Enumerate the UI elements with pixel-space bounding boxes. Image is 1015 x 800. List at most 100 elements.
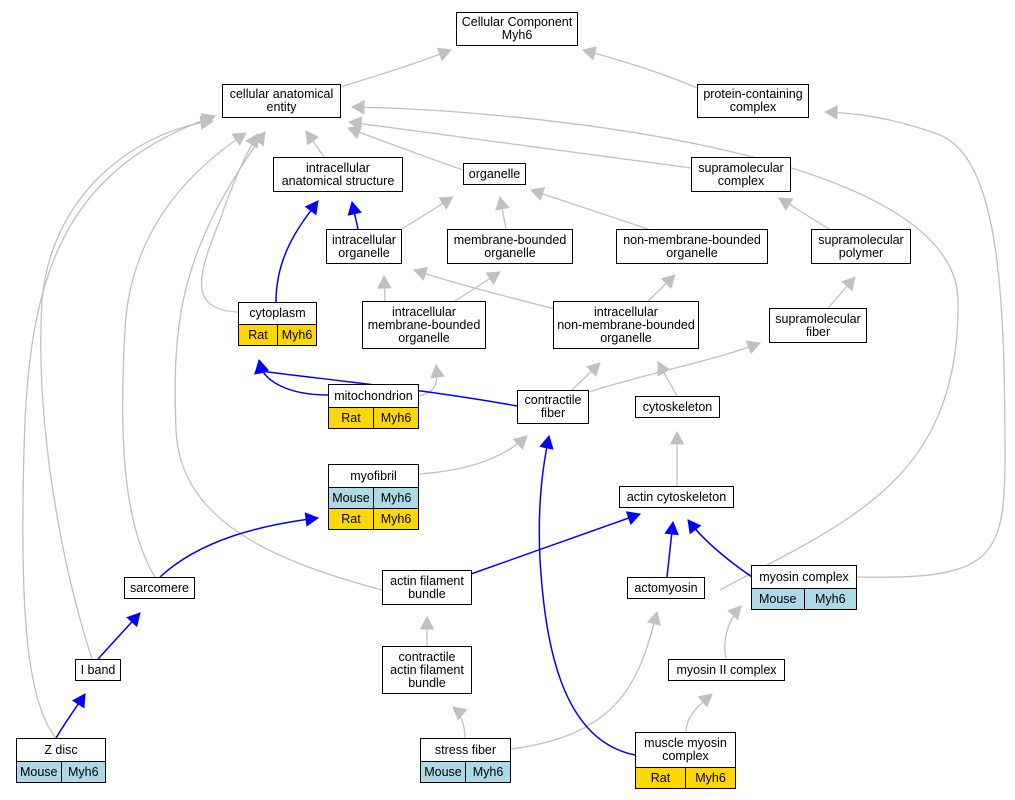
go-term-node-imbo[interactable]: intracellular membrane-bounded organelle [362,301,486,349]
go-term-label: myofibril [350,468,397,483]
edge-sarc-to-myo [159,517,319,578]
edge-cf-to-cyto-arrowhead [254,358,270,374]
edge-zdisc-to-cae-arrowhead [200,113,216,128]
go-term-node-smc[interactable]: supramolecular complex [691,157,791,192]
edge-mmc-to-cf-arrowhead [539,434,554,450]
go-term-node-csk[interactable]: cytoskeleton [635,396,720,418]
edge-cyto-to-ias [275,200,319,303]
go-term-node-pcc[interactable]: protein-containing complex [697,84,809,118]
go-term-label: supramolecular fiber [775,311,861,339]
edge-mito-to-imbo-arrowhead [430,363,445,379]
edge-nmbo-to-org [530,189,649,230]
edge-afb-to-acsk-arrowhead [625,511,641,526]
edge-zdisc-to-cae [22,115,216,739]
edge-cyto-to-ias-arrowhead [304,200,319,216]
go-term-node-cafb[interactable]: contractile actin filament bundle [382,646,472,694]
go-term-label: protein-containing complex [703,87,803,114]
edge-imbo-to-io-arrowhead [377,274,392,289]
gene-cell: Myh6 [465,762,510,782]
go-term-node-iband[interactable]: I band [75,659,121,681]
go-term-node-actm[interactable]: actomyosin [627,577,705,599]
go-term-label: supramolecular polymer [818,232,904,260]
edge-acsk-to-csk-arrowhead [669,430,685,445]
annotation-row-rat: Rat Myh6 [329,508,418,529]
edge-afb-to-acsk [470,513,641,575]
edge-cae-to-cc-arrowhead [436,47,452,62]
go-term-node-nmbo[interactable]: non-membrane-bounded organelle [616,229,768,264]
go-term-node-smp[interactable]: supramolecular polymer [811,229,911,264]
edge-myoc-to-pcc [824,111,1006,578]
go-term-label: actomyosin [634,580,698,595]
go-term-label: cytoplasm [249,306,306,320]
edge-pcc-to-cc [582,49,698,89]
edge-myoc-to-pcc-arrowhead [823,105,838,120]
edge-sarc-to-myo-arrowhead [304,512,320,527]
go-term-node-m2c[interactable]: myosin II complex [668,659,785,681]
edge-io-to-org-arrowhead [438,196,454,210]
species-cell: Mouse [332,491,370,505]
edge-sf-to-actm [510,611,658,750]
go-term-node-io[interactable]: intracellular organelle [326,229,402,264]
edge-inmbo-to-nmbo-arrowhead [660,274,676,289]
go-term-node-smf[interactable]: supramolecular fiber [769,308,867,343]
go-term-node-cae[interactable]: cellular anatomical entity [222,84,341,118]
gene-cell: Myh6 [60,762,106,782]
edge-pcc-to-cc-arrowhead [581,46,597,61]
go-term-node-org[interactable]: organelle [463,163,526,185]
edge-zdisc-to-iband-arrowhead [72,693,86,709]
edge-cf-to-smf [588,342,761,393]
edge-csk-to-inmbo-arrowhead [657,361,671,377]
edge-cae-to-cc [339,49,452,88]
go-term-node-mbo[interactable]: membrane-bounded organelle [447,229,573,264]
species-cell: Rat [341,512,361,526]
go-term-label: non-membrane-bounded organelle [623,232,761,260]
go-term-node-acsk[interactable]: actin cytoskeleton [619,486,734,508]
edge-ias-to-cae-arrowhead [305,130,320,146]
gene-cell: Myh6 [373,509,418,529]
go-term-node-sarc[interactable]: sarcomere [124,577,195,599]
edge-cafb-to-afb-arrowhead [419,615,435,630]
go-term-node-cc[interactable]: Cellular Component Myh6 [456,12,578,46]
go-term-node-inmbo[interactable]: intracellular non-membrane-bounded organ… [553,301,699,349]
edge-sarc-to-cae-arrowhead [231,132,247,147]
gene-cell: Myh6 [803,589,857,609]
go-term-label: mitochondrion [334,388,413,403]
go-term-label: Z disc [44,742,78,757]
species-cell: Mouse [19,765,58,779]
go-term-node-cf[interactable]: contractile fiber [517,390,589,424]
go-term-label: stress fiber [434,742,497,757]
edge-smc-to-cae [348,121,692,169]
edge-iband-to-sarc-arrowhead [126,612,141,628]
edge-imbo-to-mbo-arrowhead [485,271,501,285]
go-term-label: supramolecular complex [698,160,784,188]
go-term-label: Cellular Component Myh6 [461,15,573,42]
go-term-label: membrane-bounded organelle [453,232,567,260]
gene-cell: Myh6 [373,408,418,428]
go-term-node-afb[interactable]: actin filament bundle [382,570,472,605]
edge-afb-to-cae [174,131,383,591]
go-term-label: intracellular membrane-bounded organelle [367,304,481,345]
go-term-node-ias[interactable]: intracellular anatomical structure [273,157,403,192]
edge-cyto-to-cae [201,133,259,313]
go-term-label: intracellular organelle [332,232,396,260]
go-term-label: myosin complex [759,569,849,584]
edge-myo-to-cf-arrowhead [512,435,528,450]
edge-cf-to-smf-arrowhead [745,340,761,355]
edge-actm-to-acsk-arrowhead [664,520,679,536]
edge-cf-to-inmbo-arrowhead [585,362,601,377]
edge-smp-to-smc-arrowhead [778,197,794,211]
edge-afb-to-cae-arrowhead [251,131,266,147]
